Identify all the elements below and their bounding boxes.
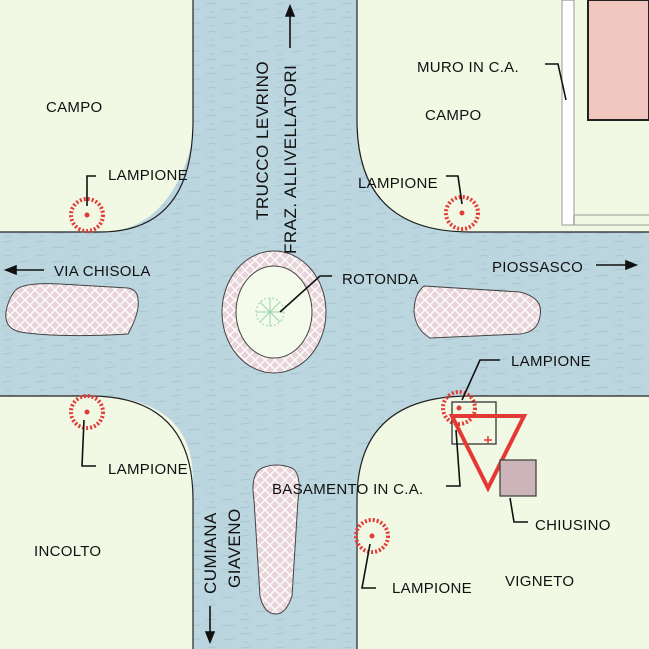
leader-rotonda: [279, 275, 332, 313]
chiusino-box: [499, 459, 537, 497]
lamp-icon: [441, 390, 477, 426]
arrow-icon: [3, 264, 44, 276]
label-lampione-ne: LAMPIONE: [358, 175, 438, 192]
wall-muro: [561, 0, 575, 226]
lamp-icon: [444, 195, 480, 231]
label-lampione-se-upper: LAMPIONE: [511, 353, 591, 370]
basamento-box: [451, 401, 497, 445]
label-vigneto: VIGNETO: [505, 573, 574, 590]
leader-lampione-se-upper: [461, 359, 500, 401]
building: [587, 0, 649, 121]
label-lampione-nw: LAMPIONE: [108, 167, 188, 184]
lamp-icon: [69, 197, 105, 233]
label-cumiana: CUMIANA: [201, 512, 220, 594]
tree-icon: [255, 297, 285, 327]
label-via-chisola: VIA CHISOLA: [54, 263, 151, 280]
label-campo-left: CAMPO: [46, 99, 103, 116]
leader-muro: [545, 63, 567, 101]
leader-lampione-ne: [446, 175, 463, 205]
label-fraz-allivellatori: FRAZ. ALLIVELLATORI: [281, 65, 300, 254]
label-trucco-levrino: TRUCCO LEVRINO: [253, 61, 272, 220]
arrow-icon: [596, 259, 639, 271]
label-lampione-se-lower: LAMPIONE: [392, 580, 472, 597]
island-south: [252, 464, 300, 615]
label-chiusino: CHIUSINO: [535, 517, 611, 534]
leader-lampione-sw: [81, 419, 96, 467]
label-rotonda: ROTONDA: [342, 271, 419, 288]
label-incolto: INCOLTO: [34, 543, 101, 560]
arrow-icon: [284, 3, 296, 48]
leader-lampione-nw: [86, 175, 96, 206]
island-west: [5, 283, 139, 337]
lamp-icon: [354, 518, 390, 554]
label-piossasco: PIOSSASCO: [492, 259, 583, 276]
yield-sign-icon: [448, 414, 528, 493]
leader-lampione-se-lower: [361, 543, 376, 589]
lamp-icon: [69, 394, 105, 430]
label-giaveno: GIAVENO: [225, 508, 244, 588]
arrow-icon: [204, 606, 216, 645]
label-muro: MURO IN C.A.: [417, 59, 519, 76]
leader-chiusino: [509, 497, 528, 523]
leader-basamento: [446, 429, 461, 487]
label-basamento: BASAMENTO IN C.A.: [272, 481, 424, 498]
island-east: [413, 285, 542, 339]
label-lampione-sw: LAMPIONE: [108, 461, 188, 478]
label-campo-right: CAMPO: [425, 107, 482, 124]
